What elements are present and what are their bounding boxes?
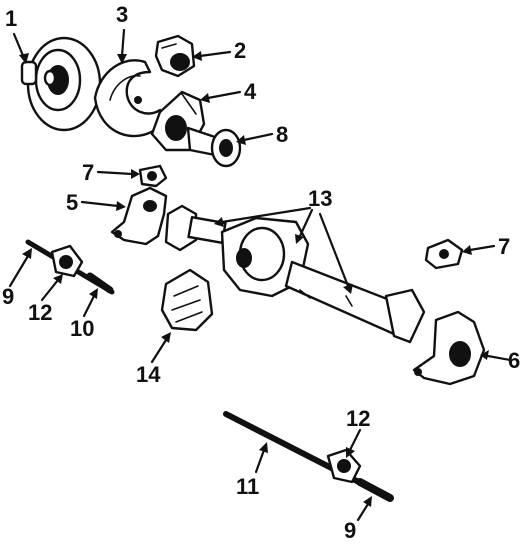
callout-7-upper: 7: [82, 160, 94, 185]
callout-8: 8: [276, 122, 288, 147]
part-2-caliper: [154, 34, 196, 78]
part-7-ball-joint-right: [424, 238, 464, 270]
callout-9-left: 9: [2, 284, 14, 309]
callout-14: 14: [136, 362, 161, 387]
callout-11: 11: [236, 474, 259, 499]
part-1-hub-rotor: [20, 36, 102, 132]
callout-12-right: 12: [346, 406, 370, 431]
callout-2: 2: [234, 38, 246, 63]
callout-1: 1: [5, 6, 17, 31]
left-axle-shaft: [25, 239, 115, 295]
part-3-splash-shield: [93, 59, 162, 138]
part-5-knuckle-left: [110, 186, 168, 246]
callout-9-right: 9: [344, 518, 356, 543]
callout-6: 6: [508, 348, 520, 373]
callout-13: 13: [308, 186, 332, 211]
part-14-cover: [160, 268, 214, 332]
part-7-ball-joint-upper: [138, 164, 168, 188]
callout-5: 5: [66, 190, 78, 215]
right-axle-shaft: [223, 411, 394, 502]
callout-12-left: 12: [28, 300, 52, 325]
part-8-spindle: [186, 126, 242, 168]
callout-7-right: 7: [498, 234, 510, 259]
callout-3: 3: [116, 2, 128, 27]
callout-10: 10: [70, 316, 94, 341]
leader-lines: [8, 28, 512, 522]
part-6-knuckle-right: [412, 310, 486, 386]
callout-4: 4: [244, 79, 257, 104]
